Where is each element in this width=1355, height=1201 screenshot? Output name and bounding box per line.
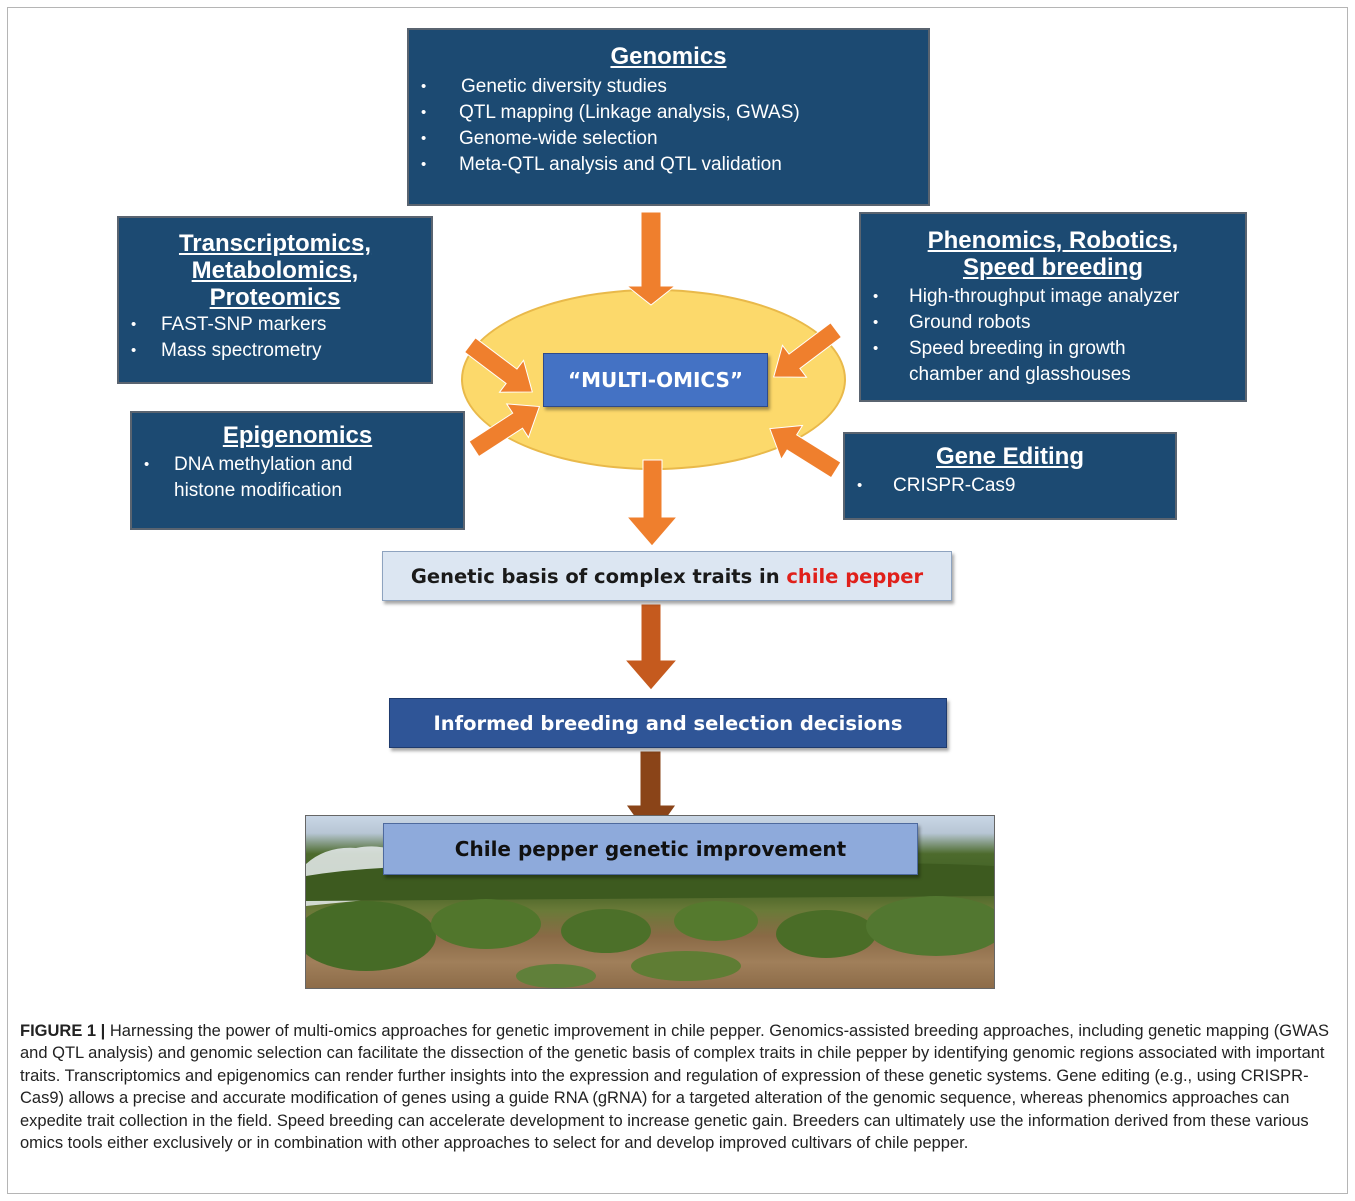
list-item: Ground robots bbox=[861, 310, 1245, 336]
gene-editing-list: CRISPR-Cas9 bbox=[845, 473, 1175, 499]
list-item: Mass spectrometry bbox=[119, 338, 431, 364]
figure-caption: FIGURE 1 | Harnessing the power of multi… bbox=[20, 1020, 1335, 1154]
list-item: High-throughput image analyzer bbox=[861, 284, 1245, 310]
improvement-label: Chile pepper genetic improvement bbox=[454, 837, 847, 861]
epigenomics-box: Epigenomics DNA methylation and histone … bbox=[130, 411, 465, 530]
genetic-basis-label: Genetic basis of complex traits in chile… bbox=[411, 565, 923, 588]
phenomics-title-line-1: Phenomics, Robotics, bbox=[927, 227, 1179, 254]
list-item: CRISPR-Cas9 bbox=[845, 473, 1175, 499]
list-item: QTL mapping (Linkage analysis, GWAS) bbox=[409, 100, 928, 126]
list-item: Meta-QTL analysis and QTL validation bbox=[409, 152, 928, 178]
caption-label: FIGURE 1 | bbox=[20, 1022, 106, 1040]
epigenomics-title: Epigenomics bbox=[222, 422, 373, 449]
list-item: Speed breeding in growth chamber and gla… bbox=[861, 336, 1245, 388]
list-item: FAST-SNP markers bbox=[119, 312, 431, 338]
phenomics-box: Phenomics, Robotics, Speed breeding High… bbox=[859, 212, 1247, 402]
epigenomics-list: DNA methylation and histone modification bbox=[132, 452, 463, 504]
chile-pepper-highlight: chile pepper bbox=[786, 564, 924, 588]
genetic-basis-box: Genetic basis of complex traits in chile… bbox=[382, 551, 952, 601]
list-item: Genetic diversity studies bbox=[409, 74, 928, 100]
arrow-transcriptomics bbox=[463, 337, 533, 393]
phenomics-title-line-2: Speed breeding bbox=[962, 253, 1144, 281]
arrow-phenomics bbox=[773, 322, 843, 378]
transcriptomics-list: FAST-SNP markers Mass spectrometry bbox=[119, 312, 431, 364]
figure-frame bbox=[7, 7, 1348, 1194]
genomics-title: Genomics bbox=[610, 43, 727, 70]
phenomics-list: High-throughput image analyzer Ground ro… bbox=[861, 284, 1245, 388]
improvement-box: Chile pepper genetic improvement bbox=[383, 823, 918, 875]
multi-omics-label: “MULTI-OMICS” bbox=[567, 368, 744, 392]
gene-editing-box: Gene Editing CRISPR-Cas9 bbox=[843, 432, 1177, 520]
list-item: DNA methylation and histone modification bbox=[132, 452, 463, 504]
transcriptomics-title-line-3: Proteomics bbox=[209, 283, 341, 311]
gene-editing-title: Gene Editing bbox=[935, 443, 1084, 470]
multi-omics-box: “MULTI-OMICS” bbox=[543, 353, 768, 407]
caption-text: Harnessing the power of multi-omics appr… bbox=[20, 1022, 1330, 1153]
transcriptomics-box: Transcriptomics, Metabolomics, Proteomic… bbox=[117, 216, 433, 384]
arrow-ellipse-down bbox=[625, 459, 679, 547]
genomics-list: Genetic diversity studies QTL mapping (L… bbox=[409, 74, 928, 178]
list-item: Genome-wide selection bbox=[409, 126, 928, 152]
transcriptomics-title-line-1: Transcriptomics, bbox=[178, 230, 372, 257]
field-photo: Chile pepper genetic improvement bbox=[305, 815, 995, 989]
arrow-genomics-down bbox=[625, 211, 677, 306]
informed-box: Informed breeding and selection decision… bbox=[389, 698, 947, 748]
arrow-epigenomics bbox=[468, 403, 541, 458]
arrow-gene-editing bbox=[769, 424, 842, 479]
genomics-box: Genomics Genetic diversity studies QTL m… bbox=[407, 28, 930, 206]
arrow-genetic-basis-down bbox=[623, 603, 679, 691]
transcriptomics-title-line-2: Metabolomics, bbox=[191, 256, 359, 284]
informed-label: Informed breeding and selection decision… bbox=[433, 711, 903, 735]
genetic-basis-prefix: Genetic basis of complex traits in bbox=[410, 564, 787, 588]
